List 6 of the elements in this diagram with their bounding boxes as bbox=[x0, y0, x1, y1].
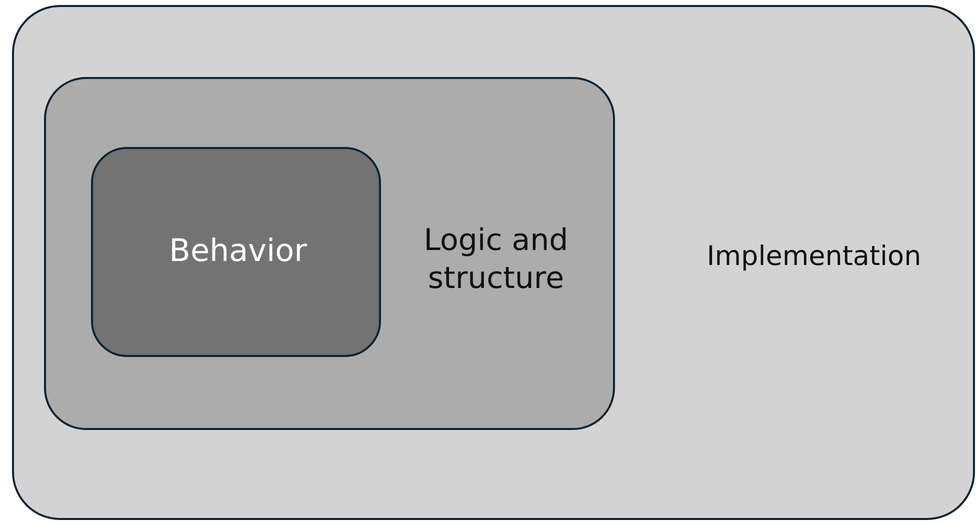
rounded-box bbox=[44, 77, 615, 430]
rounded-box bbox=[12, 5, 975, 520]
box-label: Behavior bbox=[168, 232, 308, 271]
rounded-box bbox=[91, 147, 381, 357]
box-label: Logic and structure bbox=[422, 222, 570, 297]
box-label: Implementation bbox=[706, 240, 922, 274]
